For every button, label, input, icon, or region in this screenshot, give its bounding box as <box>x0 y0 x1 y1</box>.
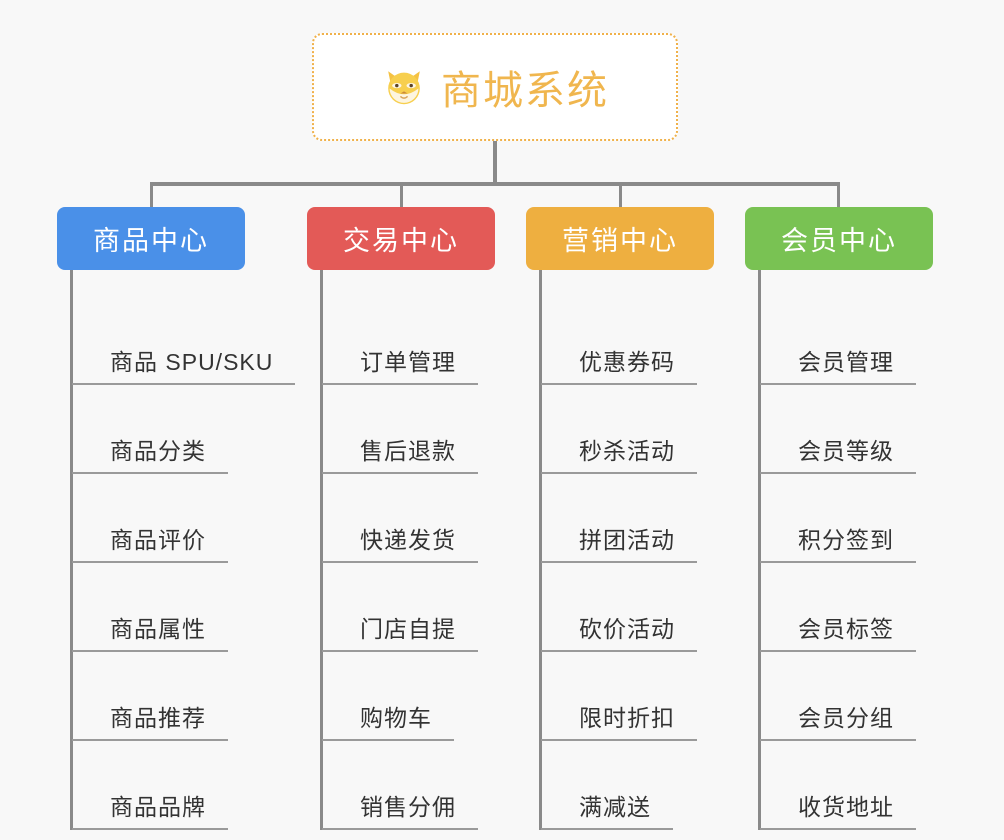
list-item[interactable]: 商品 SPU/SKU <box>72 296 296 385</box>
leaf-label: 积分签到 <box>798 527 894 553</box>
column-product-center: 商品中心 商品 SPU/SKU 商品分类 商品评价 商品属性 商品推荐 商品品牌 <box>57 207 296 830</box>
leaf-label: 会员等级 <box>798 438 894 464</box>
list-item[interactable]: 门店自提 <box>322 563 495 652</box>
connector-horizontal-bus <box>150 182 840 186</box>
leaf-label: 购物车 <box>360 705 432 731</box>
list-item[interactable]: 商品推荐 <box>72 652 245 741</box>
list-item[interactable]: 订单管理 <box>322 296 495 385</box>
list-item[interactable]: 会员管理 <box>760 296 933 385</box>
leaf-label: 会员管理 <box>798 349 894 375</box>
list-item[interactable]: 限时折扣 <box>541 652 714 741</box>
leaf-label: 商品 SPU/SKU <box>110 349 274 375</box>
list-item[interactable]: 秒杀活动 <box>541 385 714 474</box>
shiba-dog-face-icon <box>381 64 427 110</box>
list-item[interactable]: 会员分组 <box>760 652 933 741</box>
leaf-label: 秒杀活动 <box>579 438 675 464</box>
category-title: 商品中心 <box>93 226 209 256</box>
leaf-list-marketing-center: 优惠券码 秒杀活动 拼团活动 砍价活动 限时折扣 满减送 <box>539 270 714 830</box>
column-trade-center: 交易中心 订单管理 售后退款 快递发货 门店自提 购物车 销售分佣 <box>307 207 495 830</box>
leaf-label: 销售分佣 <box>360 794 456 820</box>
list-item[interactable]: 商品分类 <box>72 385 245 474</box>
category-header-marketing-center[interactable]: 营销中心 <box>526 207 714 270</box>
list-item[interactable]: 会员等级 <box>760 385 933 474</box>
list-item[interactable]: 快递发货 <box>322 474 495 563</box>
list-item[interactable]: 砍价活动 <box>541 563 714 652</box>
leaf-label: 商品推荐 <box>110 705 206 731</box>
connector-drop-member-center <box>837 182 840 209</box>
leaf-label: 订单管理 <box>360 349 456 375</box>
connector-drop-marketing-center <box>619 182 622 209</box>
list-item[interactable]: 商品评价 <box>72 474 245 563</box>
leaf-label: 限时折扣 <box>579 705 675 731</box>
leaf-list-product-center: 商品 SPU/SKU 商品分类 商品评价 商品属性 商品推荐 商品品牌 <box>70 270 296 830</box>
leaf-label: 快递发货 <box>360 527 456 553</box>
category-header-trade-center[interactable]: 交易中心 <box>307 207 495 270</box>
connector-root-stem <box>493 141 497 184</box>
leaf-label: 会员标签 <box>798 616 894 642</box>
category-title: 会员中心 <box>781 226 897 256</box>
list-item[interactable]: 销售分佣 <box>322 741 495 830</box>
leaf-label: 商品品牌 <box>110 794 206 820</box>
list-item[interactable]: 积分签到 <box>760 474 933 563</box>
leaf-label: 商品属性 <box>110 616 206 642</box>
root-node[interactable]: 商城系统 <box>312 33 678 141</box>
category-header-member-center[interactable]: 会员中心 <box>745 207 933 270</box>
list-item[interactable]: 商品属性 <box>72 563 245 652</box>
leaf-label: 会员分组 <box>798 705 894 731</box>
category-title: 营销中心 <box>562 226 678 256</box>
column-member-center: 会员中心 会员管理 会员等级 积分签到 会员标签 会员分组 收货地址 <box>745 207 933 830</box>
leaf-list-member-center: 会员管理 会员等级 积分签到 会员标签 会员分组 收货地址 <box>758 270 933 830</box>
leaf-label: 满减送 <box>579 794 651 820</box>
leaf-label: 售后退款 <box>360 438 456 464</box>
list-item[interactable]: 商品品牌 <box>72 741 245 830</box>
list-item[interactable]: 售后退款 <box>322 385 495 474</box>
leaf-label: 商品分类 <box>110 438 206 464</box>
leaf-list-trade-center: 订单管理 售后退款 快递发货 门店自提 购物车 销售分佣 <box>320 270 495 830</box>
leaf-label: 砍价活动 <box>579 616 675 642</box>
root-title: 商城系统 <box>441 69 609 113</box>
list-item[interactable]: 优惠券码 <box>541 296 714 385</box>
list-item[interactable]: 会员标签 <box>760 563 933 652</box>
list-item[interactable]: 拼团活动 <box>541 474 714 563</box>
connector-drop-product-center <box>150 182 153 209</box>
leaf-label: 收货地址 <box>798 794 894 820</box>
leaf-label: 商品评价 <box>110 527 206 553</box>
leaf-label: 门店自提 <box>360 616 456 642</box>
category-title: 交易中心 <box>343 226 459 256</box>
list-item[interactable]: 收货地址 <box>760 741 933 830</box>
list-item[interactable]: 满减送 <box>541 741 714 830</box>
category-header-product-center[interactable]: 商品中心 <box>57 207 245 270</box>
leaf-label: 拼团活动 <box>579 527 675 553</box>
list-item[interactable]: 购物车 <box>322 652 495 741</box>
leaf-label: 优惠券码 <box>579 349 675 375</box>
column-marketing-center: 营销中心 优惠券码 秒杀活动 拼团活动 砍价活动 限时折扣 满减送 <box>526 207 714 830</box>
connector-drop-trade-center <box>400 182 403 209</box>
